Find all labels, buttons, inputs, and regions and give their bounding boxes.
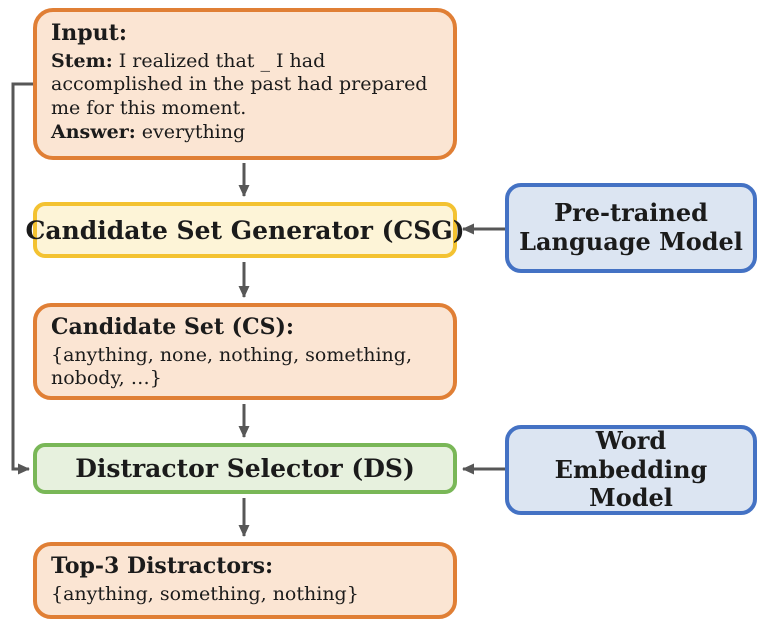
node-candidate-set-generator: Candidate Set Generator (CSG) (25, 202, 465, 258)
stem-text: I realized that _ I had accomplished in … (51, 49, 428, 120)
arrow-input-bypass-to-ds (11, 82, 33, 475)
node-input: Input: Stem: I realized that _ I had acc… (33, 8, 457, 160)
input-stem: Stem: I realized that _ I had accomplish… (51, 50, 439, 122)
node-candidate-set: Candidate Set (CS): {anything, none, not… (33, 303, 457, 400)
stem-label: Stem: (51, 49, 113, 72)
input-title: Input: (51, 20, 127, 46)
node-word-embedding-model: Word Embedding Model (505, 425, 757, 515)
answer-text: everything (135, 121, 246, 144)
node-distractor-selector: Distractor Selector (DS) (33, 443, 457, 494)
ds-label: Distractor Selector (DS) (75, 454, 415, 483)
csg-label: Candidate Set Generator (CSG) (25, 215, 465, 245)
plm-label: Pre-trained Language Model (519, 198, 743, 256)
answer-label: Answer: (51, 121, 136, 144)
wem-label: Word Embedding Model (554, 425, 708, 513)
cs-title: Candidate Set (CS): (51, 314, 294, 340)
node-pretrained-language-model: Pre-trained Language Model (505, 183, 757, 273)
cs-body: {anything, none, nothing, something, nob… (51, 343, 412, 390)
input-answer: Answer: everything (51, 121, 439, 145)
node-top3-distractors: Top-3 Distractors: {anything, something,… (33, 542, 457, 619)
top3-body: {anything, something, nothing} (51, 582, 359, 605)
top3-title: Top-3 Distractors: (51, 553, 274, 579)
